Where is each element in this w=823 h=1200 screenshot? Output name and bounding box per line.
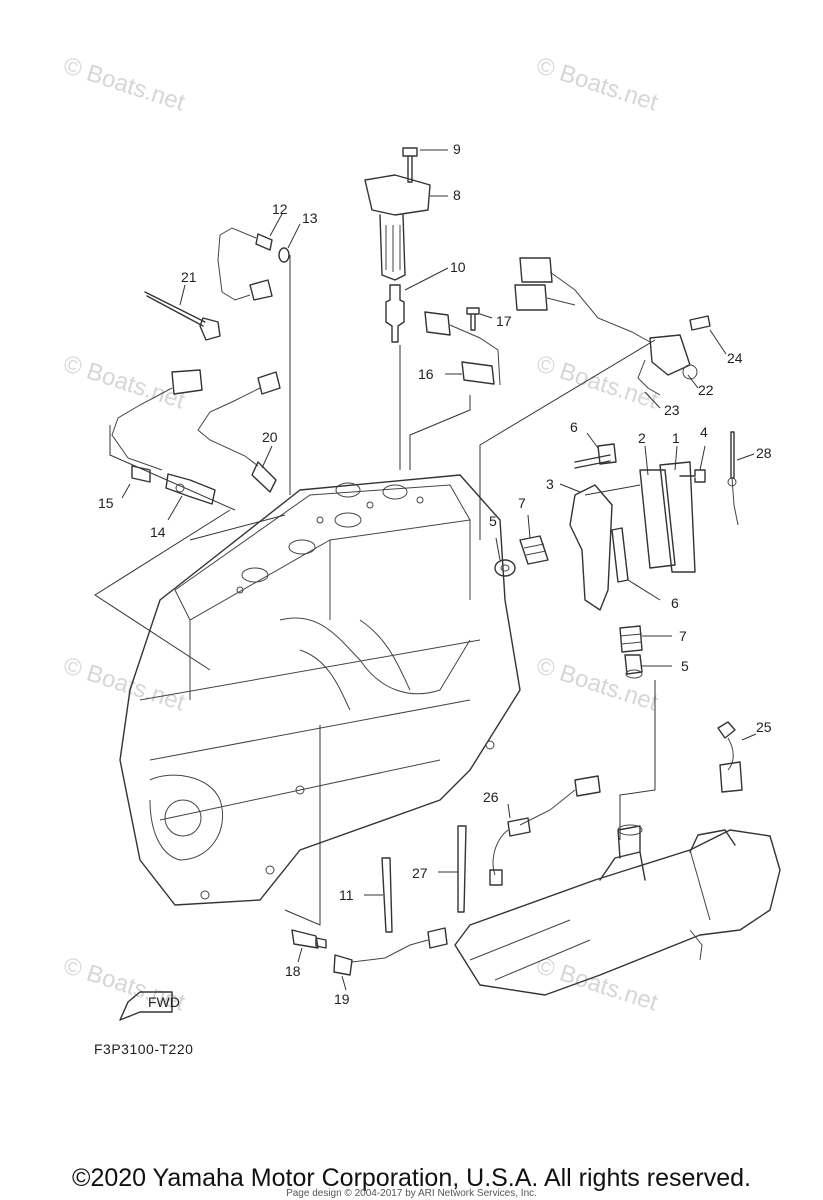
callout-9: 9 [453,141,461,157]
callout-10: 10 [450,259,466,275]
part-12-sensor [217,213,301,301]
part-4-bolt [679,445,706,483]
callout-4: 4 [700,424,708,440]
callout-13: 13 [302,210,318,226]
part-6-bolts [574,432,661,601]
callout-3: 3 [546,476,554,492]
callout-2: 2 [638,430,646,446]
part-15-sensor [111,369,203,499]
callout-25: 25 [756,719,772,735]
part-27-cable-tie [438,825,467,913]
callout-15: 15 [98,495,114,511]
callout-12: 12 [272,201,288,217]
part-9-bolt [402,147,448,183]
callout-5: 5 [489,513,497,529]
callout-5: 5 [681,658,689,674]
part-18-sensor [291,929,327,963]
callout-28: 28 [756,445,772,461]
callout-7: 7 [679,628,687,644]
copyright-notice: ©2020 Yamaha Motor Corporation, U.S.A. A… [72,1164,751,1192]
part-3-bracket [559,483,613,611]
watermark: © Boats.net [60,52,188,117]
part-14-sensor [165,473,216,521]
watermark: © Boats.net [533,652,661,717]
part-1-2-gaskets [639,445,696,573]
part-10-spark-plug [385,267,449,343]
callout-20: 20 [262,429,278,445]
callout-26: 26 [483,789,499,805]
callout-6: 6 [570,419,578,435]
fwd-label: FWD [148,994,180,1010]
watermark: © Boats.net [533,52,661,117]
part-26-sensor [489,775,601,886]
callout-21: 21 [181,269,197,285]
callout-7: 7 [518,495,526,511]
part-19-sensor [333,927,448,991]
reference-lines [94,255,656,926]
diagram-code: F3P3100-T220 [94,1041,194,1057]
part-8-ignition-coil [364,174,448,281]
watermark: © Boats.net [60,350,188,415]
callout-22: 22 [698,382,714,398]
callout-16: 16 [418,366,434,382]
callout-17: 17 [496,313,512,329]
exhaust-pipe [454,824,781,996]
callout-6: 6 [671,595,679,611]
engine-block [119,474,521,906]
part-16-sensor [424,307,501,386]
part-20-sensor [197,371,281,493]
part-28-clamp [727,431,755,526]
callout-24: 24 [727,350,743,366]
part-7-grommets [519,514,672,653]
callout-14: 14 [150,524,166,540]
watermark: © Boats.net [533,952,661,1017]
part-25-connector [717,721,757,793]
part-22-sensor [514,257,727,409]
watermark: © Boats.net [60,652,188,717]
part-5-collars [494,537,672,679]
callout-19: 19 [334,991,350,1007]
fwd-arrow: FWD [119,991,180,1021]
callout-18: 18 [285,963,301,979]
callout-27: 27 [412,865,428,881]
callout-1: 1 [672,430,680,446]
callout-11: 11 [339,887,354,903]
part-21-stud-bolt [144,284,221,341]
callouts: 1 2 3 4 5 5 6 6 7 7 8 9 10 11 12 13 14 1… [98,141,772,1007]
callout-23: 23 [664,402,680,418]
page-design-notice: Page design © 2004-2017 by ARI Network S… [286,1188,537,1199]
callout-8: 8 [453,187,461,203]
part-11-cable-tie [364,857,393,933]
